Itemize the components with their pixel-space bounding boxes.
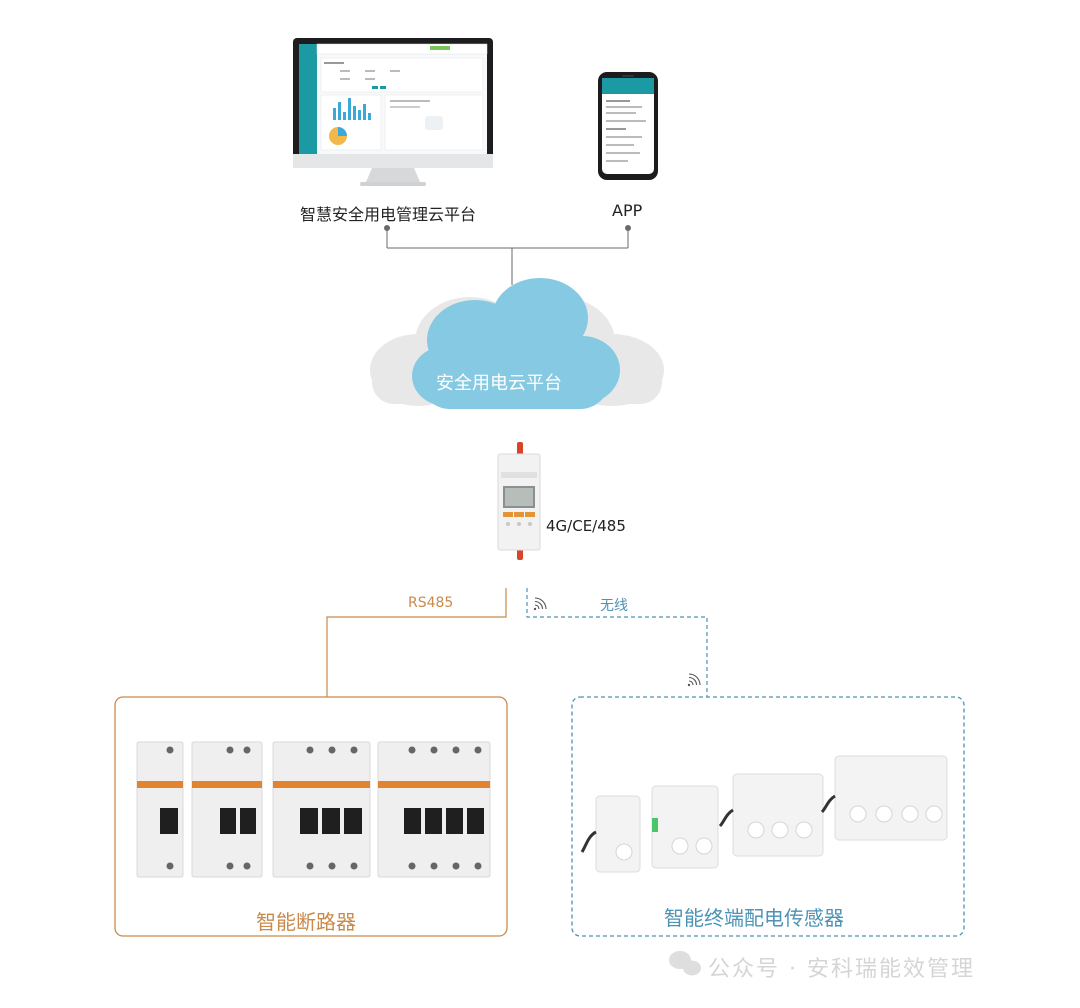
- breaker-group-title: 智能断路器: [256, 910, 356, 934]
- rs485-line: [326, 588, 507, 697]
- cloud-label: 安全用电云平台: [436, 373, 562, 394]
- breaker-1p-image: [136, 741, 184, 878]
- breaker-3p-image: [272, 741, 371, 878]
- platform-connector-dot: [384, 225, 390, 231]
- wireless-line: [526, 588, 708, 697]
- gateway-label: 4G/CE/485: [546, 517, 626, 535]
- breaker-group-box: [114, 696, 508, 937]
- gateway-device-image: [497, 442, 541, 560]
- app-label: APP: [612, 201, 643, 220]
- breaker-4p-image: [377, 741, 491, 878]
- sensor-group-title: 智能终端配电传感器: [664, 906, 844, 930]
- sensor-4p-image: [820, 755, 948, 841]
- sensor-signal-icon: [687, 673, 701, 687]
- watermark-account: 公众号 · 安科瑞能效管理: [708, 957, 975, 982]
- platform-label: 智慧安全用电管理云平台: [300, 205, 477, 224]
- wechat-icon: [669, 951, 701, 976]
- cloud-icon: [412, 278, 620, 409]
- sensor-3p-image: [718, 773, 824, 857]
- rs485-label: RS485: [408, 595, 454, 611]
- mobile-phone-image: [598, 72, 658, 180]
- desktop-monitor-image: [293, 38, 493, 186]
- sensor-1p-image: [580, 795, 641, 873]
- wireless-signal-icon: [533, 597, 547, 611]
- breaker-2p-image: [191, 741, 263, 878]
- wireless-label: 无线: [600, 598, 628, 614]
- sensor-group-box: [571, 696, 965, 937]
- app-connector-dot: [625, 225, 631, 231]
- sensor-2p-image: [651, 785, 719, 869]
- top-connector: [386, 229, 629, 285]
